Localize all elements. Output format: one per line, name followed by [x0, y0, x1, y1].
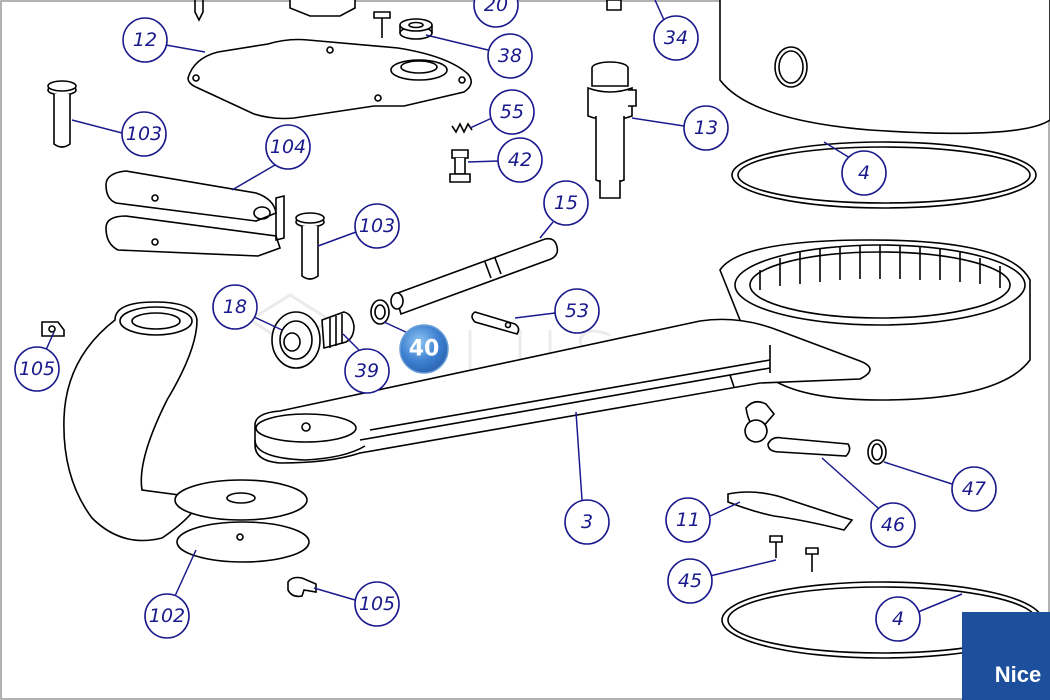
part-label-38: 38: [487, 33, 533, 79]
part-label-42: 42: [497, 137, 543, 183]
svg-text:55: 55: [500, 101, 524, 123]
part-label-3: 3: [564, 499, 610, 545]
part-55-spring: [451, 122, 473, 134]
part-label-105-left: 105: [14, 346, 60, 392]
svg-text:38: 38: [498, 45, 522, 67]
svg-text:47: 47: [962, 478, 986, 500]
part-label-20: 20: [473, 0, 519, 28]
svg-text:105: 105: [359, 593, 395, 615]
svg-text:4: 4: [858, 162, 870, 184]
part-47-bushing: [867, 439, 887, 465]
part-label-40-highlighted: 40: [399, 324, 449, 374]
part-105-clip-bottom: [287, 576, 317, 598]
svg-text:3: 3: [581, 511, 593, 533]
svg-text:46: 46: [881, 514, 905, 536]
svg-text:53: 53: [565, 300, 589, 322]
svg-text:18: 18: [223, 296, 247, 318]
svg-text:104: 104: [270, 136, 306, 158]
svg-text:13: 13: [694, 117, 718, 139]
part-label-55: 55: [489, 89, 535, 135]
part-15-pin: [390, 237, 559, 316]
svg-text:45: 45: [678, 570, 702, 592]
part-label-39: 39: [344, 348, 390, 394]
part-104-bracket: [105, 170, 285, 257]
part-102-lower-arm: [63, 301, 310, 563]
part-40-washer: [370, 299, 390, 325]
part-label-102: 102: [144, 593, 190, 639]
svg-text:102: 102: [149, 605, 185, 627]
part-label-4-lower: 4: [875, 596, 921, 642]
part-103-pin-left: [47, 80, 77, 148]
part-label-15: 15: [543, 180, 589, 226]
svg-text:103: 103: [126, 123, 162, 145]
part-105-clip-left: [41, 321, 65, 337]
part-103-pin-mid: [295, 212, 325, 280]
part-38-spacer: [399, 18, 433, 40]
svg-text:103: 103: [359, 215, 395, 237]
part-label-46: 46: [870, 502, 916, 548]
svg-text:20: 20: [484, 0, 508, 16]
part-label-105-bottom: 105: [354, 581, 400, 627]
part-label-12: 12: [122, 17, 168, 63]
svg-text:40: 40: [409, 337, 440, 362]
part-18-bearing: [271, 311, 321, 369]
part-label-103-top: 103: [121, 111, 167, 157]
part-53-pin: [471, 311, 520, 335]
part-label-18: 18: [212, 284, 258, 330]
part-13-shaft: [587, 61, 637, 199]
motor-housing: [719, 0, 1050, 135]
part-11-plate: [727, 491, 854, 531]
part-45-screws: [769, 535, 819, 572]
part-label-45: 45: [667, 558, 713, 604]
part-42-bolt: [449, 149, 471, 183]
part-4-oring-upper: [731, 141, 1037, 209]
part-label-13: 13: [683, 105, 729, 151]
svg-text:34: 34: [664, 27, 688, 49]
part-46-screws: [744, 400, 851, 457]
part-label-4-upper: 4: [841, 150, 887, 196]
part-12-cover-plate: [187, 38, 472, 120]
part-label-34: 34: [653, 15, 699, 61]
part-label-11: 11: [665, 497, 711, 543]
svg-text:12: 12: [133, 29, 157, 51]
svg-text:105: 105: [19, 358, 55, 380]
brand-logo[interactable]: Nice: [962, 612, 1050, 700]
svg-text:4: 4: [892, 608, 904, 630]
svg-text:39: 39: [355, 360, 379, 382]
svg-text:15: 15: [554, 192, 578, 214]
svg-text:42: 42: [508, 149, 532, 171]
part-label-47: 47: [951, 466, 997, 512]
part-39-roller: [321, 311, 355, 350]
top-small-parts: [194, 0, 622, 38]
part-label-104: 104: [265, 124, 311, 170]
part-label-103-mid: 103: [354, 203, 400, 249]
svg-text:11: 11: [676, 509, 700, 531]
svg-text:Nice: Nice: [995, 662, 1041, 687]
part-3-main-arm: [254, 239, 1031, 464]
part-labels: 12 38 20 34 103 55 42 13 104 4 15 103: [14, 0, 997, 642]
part-label-53: 53: [554, 288, 600, 334]
